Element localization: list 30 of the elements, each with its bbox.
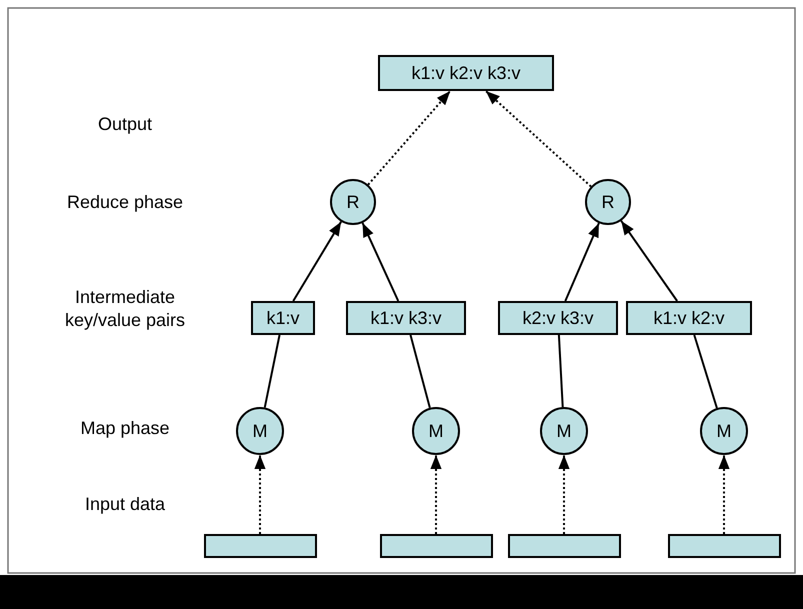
key-value-box: k1:v k3:v	[346, 301, 466, 335]
process-circle: R	[330, 179, 376, 225]
row-label: Intermediate key/value pairs	[64, 286, 186, 332]
key-value-box: k1:v k2:v	[626, 301, 752, 335]
arrow	[718, 455, 730, 534]
arrow	[558, 455, 570, 534]
process-circle: M	[412, 407, 460, 455]
arrow	[485, 90, 592, 188]
arrow	[362, 222, 400, 302]
arrow	[430, 455, 442, 534]
input-box	[668, 534, 780, 558]
row-label: Output	[96, 113, 154, 136]
row-label: Reduce phase	[66, 191, 184, 214]
input-box	[204, 534, 316, 558]
arrow	[254, 455, 266, 534]
row-label: Map phase	[79, 417, 171, 440]
process-circle: R	[585, 179, 631, 225]
arrow	[564, 222, 600, 302]
input-box	[508, 534, 620, 558]
input-box	[380, 534, 492, 558]
arrow	[292, 221, 342, 302]
arrow	[620, 220, 678, 302]
process-circle: M	[540, 407, 588, 455]
process-circle: M	[236, 407, 284, 455]
key-value-box: k2:v k3:v	[498, 301, 618, 335]
row-label: Input data	[84, 493, 166, 516]
arrow	[367, 90, 451, 186]
key-value-box: k1:v	[251, 301, 315, 335]
process-circle: M	[700, 407, 748, 455]
key-value-box: k1:v k2:v k3:v	[378, 55, 554, 91]
